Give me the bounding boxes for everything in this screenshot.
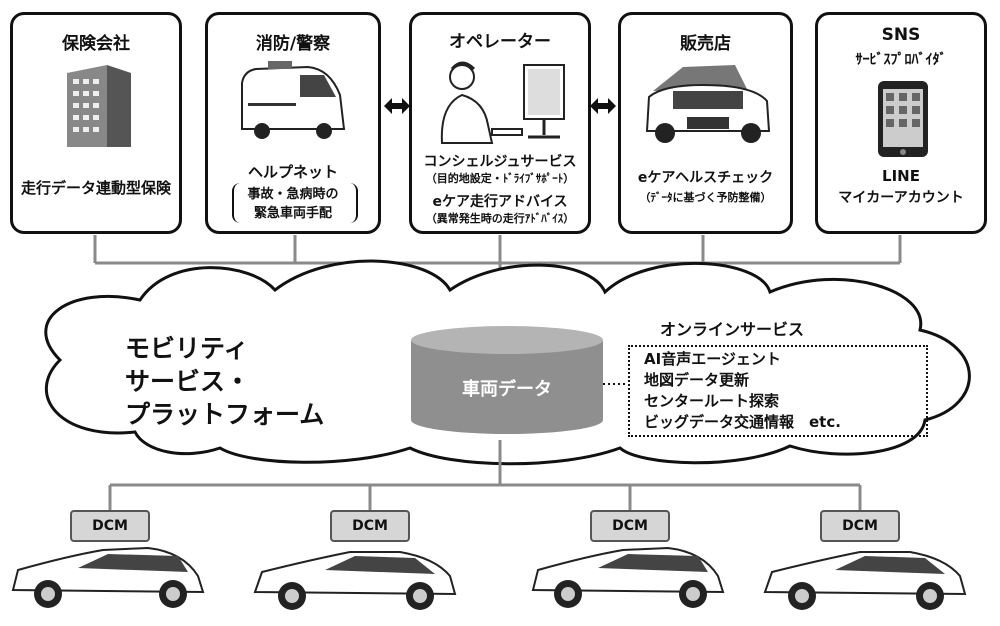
online-service-item: ビッグデータ交通情報 etc. <box>644 413 841 431</box>
ambulance-icon <box>241 61 346 139</box>
double-arrow-icon <box>384 98 410 114</box>
ecare-drive-advice: eケア走行アドバイス <box>432 194 568 210</box>
dealer-title: 販売店 <box>680 34 731 54</box>
insurance-title: 保険会社 <box>62 34 130 54</box>
operator-title: オペレーター <box>449 32 551 52</box>
ecare-drive-advice-detail: （異常発生時の走行ｱﾄﾞﾊﾞｲｽ） <box>425 212 575 225</box>
online-services-title: オンラインサービス <box>660 320 805 339</box>
vehicle-data-label: 車両データ <box>462 379 552 400</box>
platform-title: モビリティ サービス・ プラットフォーム <box>125 332 324 431</box>
emergency-detail-1: 事故・急病時の <box>247 187 339 202</box>
platform-title-line-2: サービス・ <box>125 367 251 396</box>
office-building-icon <box>67 65 131 147</box>
car-maintenance-icon <box>645 65 771 143</box>
insurance-company-box: 保険会社 走行データ連動型保険 <box>10 12 182 234</box>
sns-title: SNS <box>881 25 921 45</box>
sns-subtitle: ｻｰﾋﾞｽﾌﾟﾛﾊﾞｲﾀﾞ <box>855 52 947 68</box>
platform-title-line-1: モビリティ <box>125 334 249 363</box>
concierge-service: コンシェルジュサービス <box>423 154 577 170</box>
my-car-account: マイカーアカウント <box>838 190 964 206</box>
emergency-title: 消防/警察 <box>255 34 331 54</box>
online-service-item: 地図データ更新 <box>644 371 750 389</box>
platform-title-line-3: プラットフォーム <box>125 400 325 429</box>
dcm-unit-1: DCM <box>70 510 150 542</box>
emergency-detail-2: 緊急車両手配 <box>253 206 332 221</box>
smartphone-icon <box>878 81 928 157</box>
health-check-service: eケアヘルスチェック <box>637 170 774 186</box>
car-icon <box>763 551 967 610</box>
car-icon <box>531 546 725 608</box>
dcm-unit-2: DCM <box>330 510 410 542</box>
double-arrow-icon <box>590 98 616 114</box>
car-icon <box>253 551 457 610</box>
online-service-item: センタールート探索 <box>644 392 780 410</box>
sns-provider-box: SNS ｻｰﾋﾞｽﾌﾟﾛﾊﾞｲﾀﾞ LINE マイカーアカウント <box>815 12 987 234</box>
health-check-detail: （ﾃﾞｰﾀに基づく予防整備） <box>639 191 772 204</box>
online-services-list: AI音声エージェント 地図データ更新 センタールート探索 ビッグデータ交通情報 … <box>628 345 928 437</box>
bottom-connector-lines <box>108 440 862 510</box>
concierge-detail: （目的地設定・ﾄﾞﾗｲﾌﾞｻﾎﾟｰﾄ） <box>425 172 575 185</box>
database-cylinder <box>411 326 603 434</box>
car-icon <box>11 546 205 608</box>
operator-box: オペレーター コンシェルジュサービス （目的地設定・ﾄﾞﾗｲﾌﾞｻﾎﾟｰﾄ） e… <box>409 12 591 234</box>
operator-headset-icon <box>440 61 565 144</box>
emergency-detail-bracket <box>232 183 358 223</box>
online-service-item: AI音声エージェント <box>644 350 781 368</box>
line-service: LINE <box>882 167 920 185</box>
emergency-service: ヘルプネット <box>247 163 338 181</box>
emergency-services-box: 消防/警察 ヘルプネット 事故・急病時の 緊急車両手配 <box>205 12 381 234</box>
insurance-service: 走行データ連動型保険 <box>20 179 171 197</box>
dcm-unit-4: DCM <box>820 510 900 542</box>
dealer-box: 販売店 eケアヘルスチェック （ﾃﾞｰﾀに基づく予防整備） <box>618 12 793 234</box>
dcm-unit-3: DCM <box>590 510 670 542</box>
